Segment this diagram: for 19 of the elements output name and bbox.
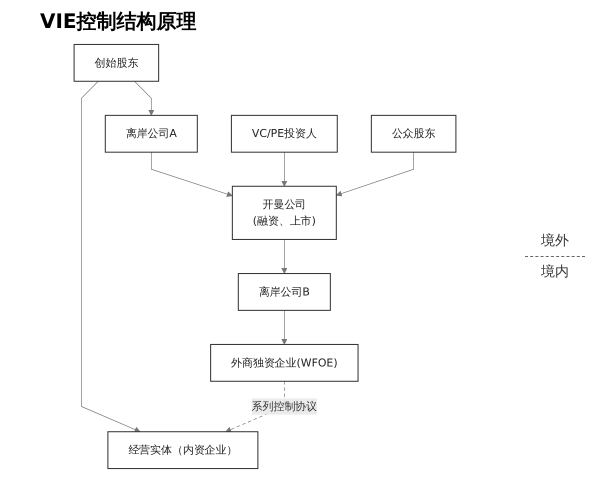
node-box: 经营实体（内资企业） [107, 431, 258, 470]
node-box: 外商独资企业(WFOE) [210, 344, 359, 382]
node-box: 离岸公司B [238, 273, 331, 311]
node-box: 公众股东 [370, 114, 456, 153]
edge-label: 系列控制协议 [252, 400, 318, 413]
region-label: 境内 [541, 263, 569, 281]
arrow [134, 80, 154, 116]
arrow [150, 152, 233, 197]
node-box: VC/PE投资人 [230, 114, 338, 153]
diagram-title: VIE控制结构原理 [40, 8, 198, 35]
arrow [281, 310, 288, 345]
arrow [281, 152, 288, 187]
node-box: 离岸公司A [104, 114, 198, 153]
node-box: 创始股东 [74, 44, 160, 82]
region-label: 境外 [541, 232, 569, 250]
arrow [81, 80, 140, 432]
arrow [281, 239, 288, 274]
node-box: 开曼公司 (融资、上市) [232, 186, 337, 240]
arrow [336, 152, 414, 196]
